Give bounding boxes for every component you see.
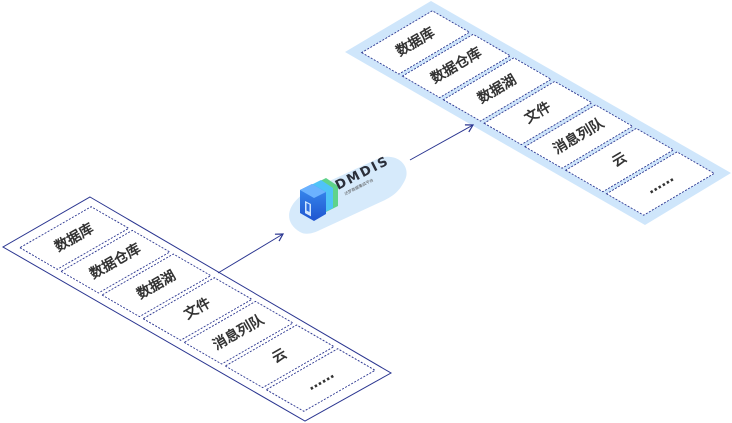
source-item-border bbox=[142, 277, 253, 341]
target-item-card: 云 bbox=[564, 127, 675, 193]
target-item-border bbox=[524, 104, 634, 169]
dmdis-node: DMDIS 达梦数据集成平台 bbox=[289, 154, 407, 234]
source-item-card: 数据库 bbox=[18, 206, 130, 270]
source-panel: 数据库数据仓库数据湖文件消息列队云…… bbox=[1, 196, 393, 422]
target-item-border bbox=[401, 33, 512, 99]
arrow-source-to-dmdis bbox=[217, 233, 285, 274]
source-item-border bbox=[265, 348, 377, 412]
source-item-card: 文件 bbox=[142, 277, 253, 341]
source-item-card: 云 bbox=[224, 324, 335, 389]
source-item-card: 数据湖 bbox=[101, 253, 212, 318]
arrow-dmdis-to-target bbox=[409, 124, 475, 161]
target-item-card: 消息列队 bbox=[524, 104, 634, 169]
target-item-border bbox=[564, 127, 675, 193]
dmdis-logo-icon bbox=[300, 178, 338, 221]
target-item-card: …… bbox=[605, 151, 716, 216]
target-item-card: 文件 bbox=[483, 80, 593, 146]
target-item-card: 数据湖 bbox=[442, 57, 552, 122]
source-item-border bbox=[224, 324, 335, 389]
source-item-border bbox=[183, 300, 294, 365]
source-item-border bbox=[101, 253, 212, 318]
source-item-label: 云 bbox=[270, 346, 290, 367]
target-item-border bbox=[360, 10, 471, 75]
target-panel: 数据库数据仓库数据湖文件消息列队云…… bbox=[345, 1, 731, 225]
target-item-border bbox=[483, 80, 593, 146]
source-item-border bbox=[60, 229, 171, 294]
target-item-border bbox=[442, 57, 552, 122]
target-item-border bbox=[605, 151, 716, 216]
source-item-card: …… bbox=[265, 348, 377, 412]
source-item-border bbox=[18, 206, 130, 270]
source-item-card: 消息列队 bbox=[183, 300, 294, 365]
target-item-card: 数据库 bbox=[360, 10, 471, 75]
